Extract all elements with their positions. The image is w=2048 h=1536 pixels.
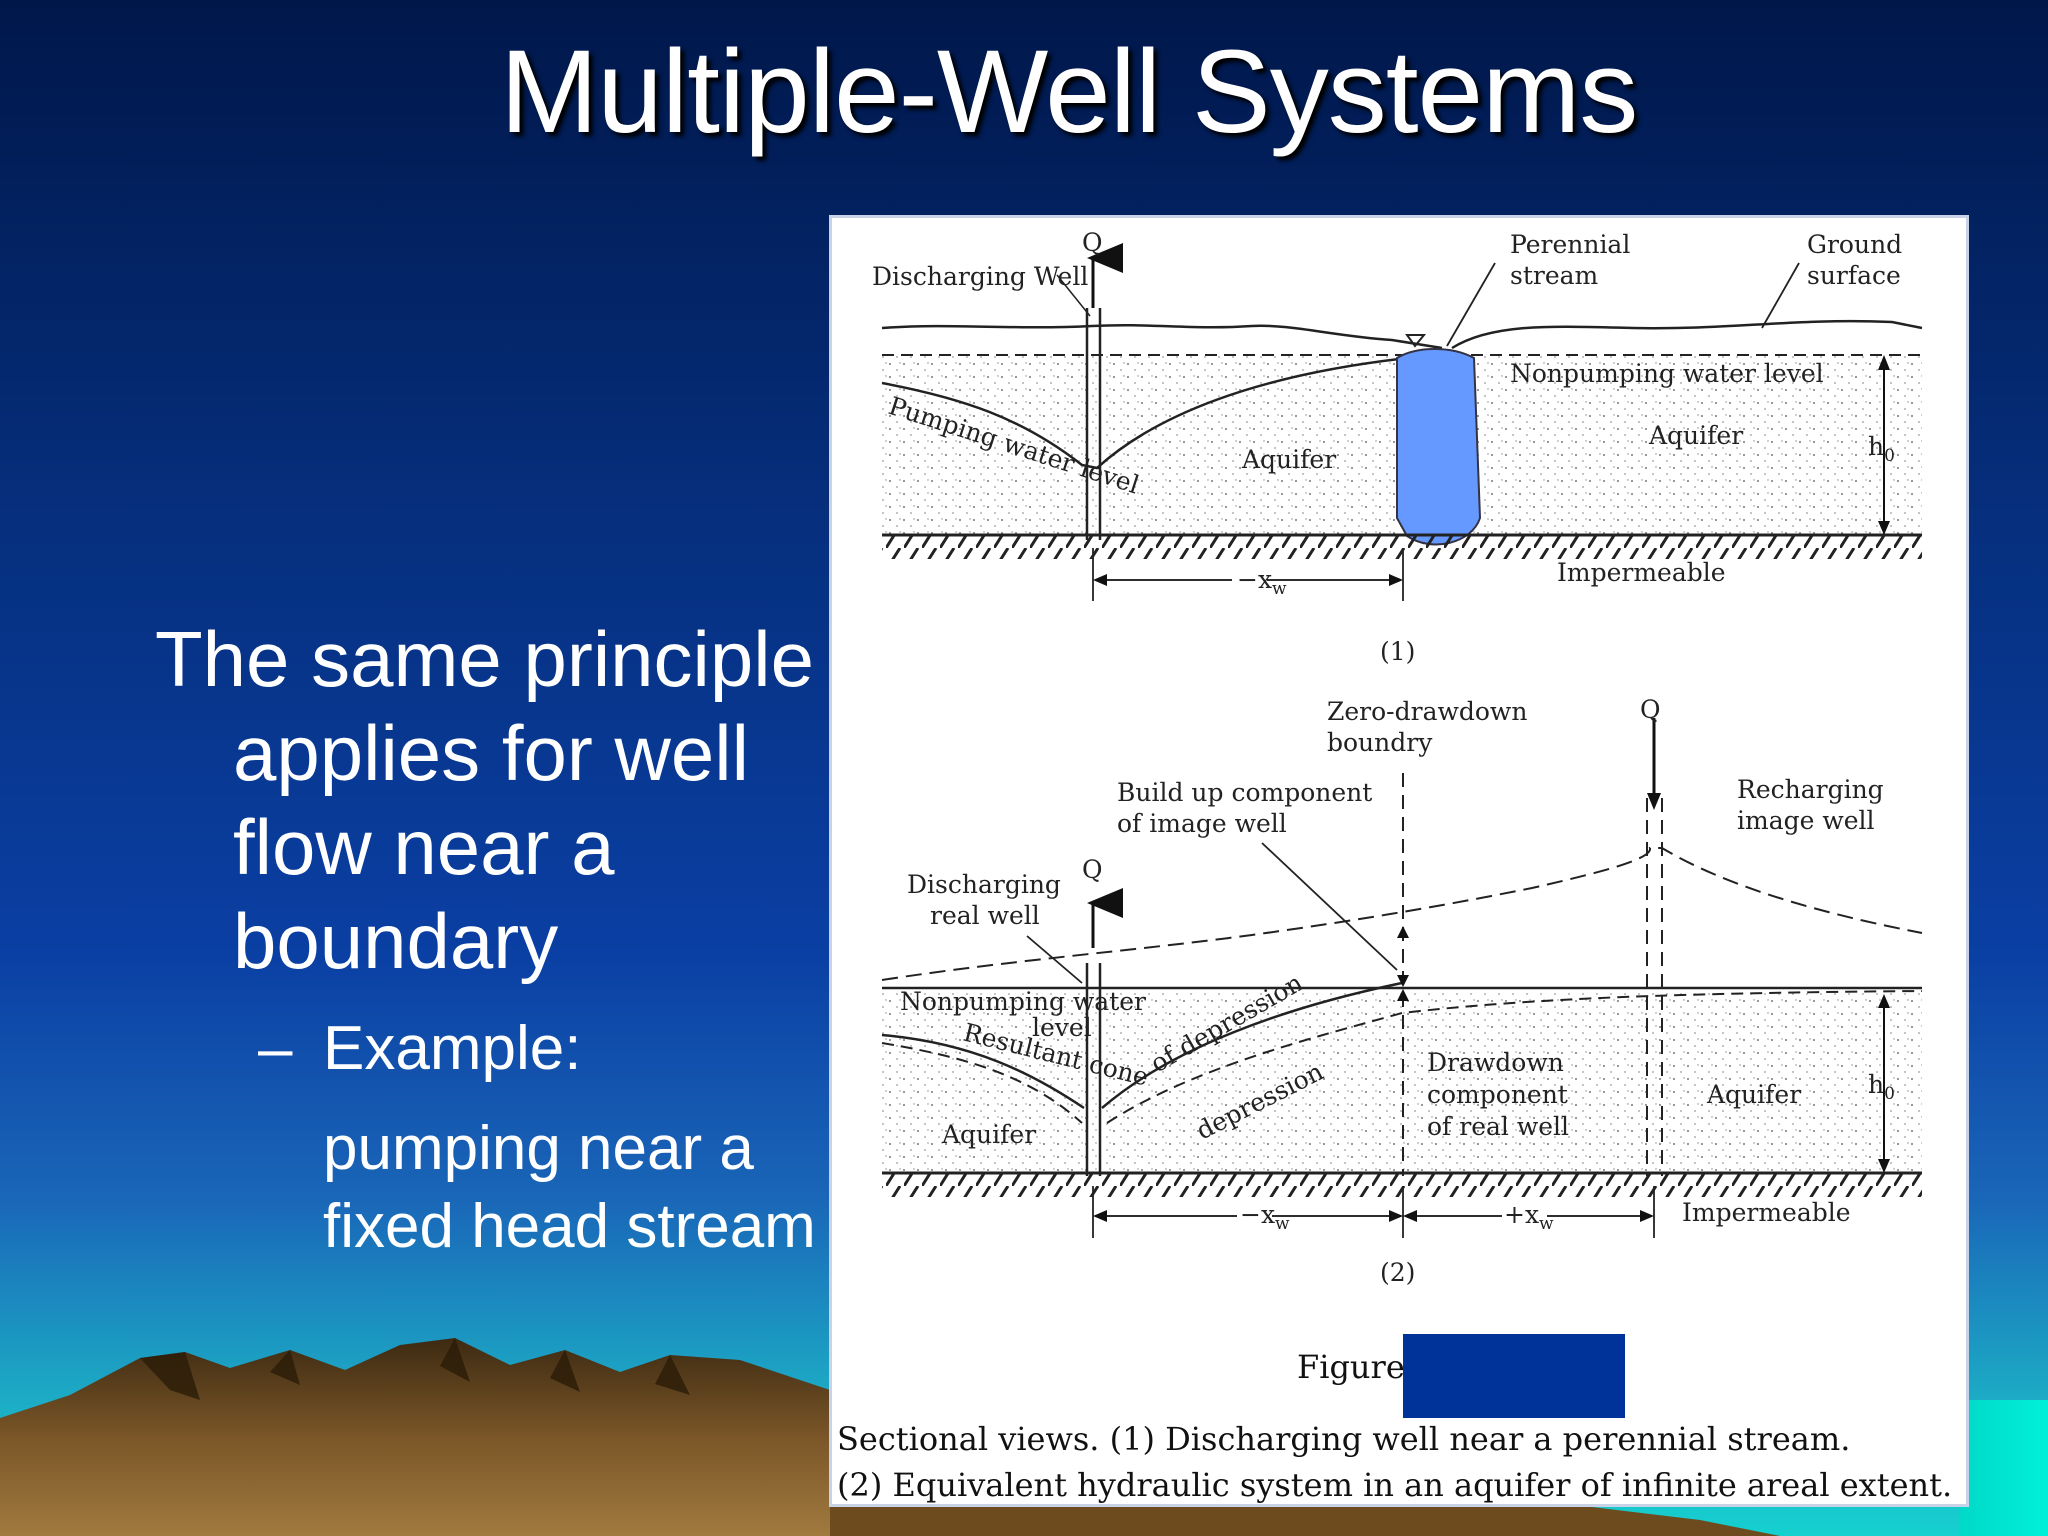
p1-q-label: Q bbox=[1082, 228, 1103, 257]
p1-nonpumping-label: Nonpumping water level bbox=[1510, 359, 1824, 388]
p2-real-well-label: real well bbox=[930, 901, 1040, 930]
figure-word: Figure bbox=[1297, 1348, 1405, 1386]
p2-of-image-well-label: of image well bbox=[1117, 809, 1287, 838]
figure-panel: Q Discharging Well Perennial stream Grou… bbox=[829, 215, 1969, 1507]
p2-h0-label: h0 bbox=[1868, 1070, 1895, 1104]
bullet-line-4: boundary bbox=[233, 897, 559, 985]
drawdown-dashed-curve bbox=[881, 990, 1923, 1124]
p1-discharging-well-label: Discharging Well bbox=[872, 262, 1088, 291]
p2-aquifer-left-label: Aquifer bbox=[941, 1120, 1036, 1149]
hydraulic-diagram: Q Discharging Well Perennial stream Grou… bbox=[837, 228, 1952, 1504]
bullet-line-1: The same principle bbox=[155, 615, 814, 703]
p2-discharging-label: Discharging bbox=[907, 870, 1061, 899]
p1-aquifer-left-label: Aquifer bbox=[1241, 445, 1336, 474]
ground-surface-line bbox=[881, 319, 1923, 350]
panel-2: Zero-drawdown boundry Q Recharging image… bbox=[881, 695, 1923, 1287]
water-table-marker-icon bbox=[1405, 334, 1427, 348]
sub-bullet-label: Example: bbox=[323, 1014, 582, 1083]
caption-line-2: (2) Equivalent hydraulic system in an aq… bbox=[837, 1466, 1952, 1504]
p2-q-right-label: Q bbox=[1640, 695, 1661, 724]
p1-surface-label: surface bbox=[1807, 261, 1901, 290]
p2-panel-label: (2) bbox=[1380, 1258, 1415, 1287]
p1-aquifer-right-label: Aquifer bbox=[1648, 421, 1743, 450]
p1-stream-label: stream bbox=[1510, 261, 1599, 290]
p1-xw-label: −xw bbox=[1237, 565, 1287, 599]
buildup-dashed-curve bbox=[881, 847, 1923, 981]
p2-recharging-label: Recharging bbox=[1737, 775, 1884, 804]
p2-image-well-label: image well bbox=[1737, 806, 1875, 835]
sub-body-line-2: fixed head stream bbox=[323, 1192, 816, 1261]
panel-1: Q Discharging Well Perennial stream Grou… bbox=[872, 228, 1923, 666]
p2-buildup-label: Build up component bbox=[1117, 778, 1372, 807]
impermeable-hatch-2 bbox=[882, 1173, 1922, 1197]
p2-level-label: level bbox=[1032, 1013, 1092, 1042]
sub-body-line-1: pumping near a bbox=[323, 1114, 754, 1183]
p2-q-left-label: Q bbox=[1082, 855, 1103, 884]
bullet-line-3: flow near a bbox=[233, 803, 615, 891]
p2-nonpumping-label: Nonpumping water bbox=[900, 987, 1146, 1016]
p1-panel-label: (1) bbox=[1380, 637, 1415, 666]
redaction-box bbox=[1403, 1334, 1625, 1418]
p1-impermeable-label: Impermeable bbox=[1557, 558, 1726, 587]
pumping-level-curve bbox=[881, 354, 1428, 470]
p2-aquifer-right-label: Aquifer bbox=[1706, 1080, 1801, 1109]
resultant-cone-curve bbox=[881, 981, 1403, 1110]
p2-xw-left-label: −xw bbox=[1240, 1200, 1290, 1234]
p2-impermeable-label: Impermeable bbox=[1682, 1198, 1851, 1227]
p1-h0-label: h0 bbox=[1868, 432, 1895, 466]
slide-title: Multiple-Well Systems bbox=[500, 26, 1638, 158]
leader-ground-surface bbox=[1761, 262, 1800, 329]
perennial-stream-fill bbox=[1396, 348, 1482, 546]
bullet-line-2: applies for well bbox=[233, 709, 749, 797]
p2-drawdown-label: Drawdown bbox=[1427, 1048, 1564, 1077]
p2-boundry-label: boundry bbox=[1327, 728, 1433, 757]
leader-discharging-well bbox=[1056, 274, 1091, 317]
p1-perennial-label: Perennial bbox=[1510, 230, 1630, 259]
p2-of-real-well-label: of real well bbox=[1427, 1112, 1569, 1141]
p1-ground-label: Ground bbox=[1807, 230, 1902, 259]
p2-component-label: component bbox=[1427, 1080, 1568, 1109]
caption-line-1: Sectional views. (1) Discharging well ne… bbox=[837, 1420, 1850, 1458]
leader-perennial-stream bbox=[1446, 262, 1496, 347]
p2-xw-right-label: +xw bbox=[1504, 1200, 1554, 1234]
p2-zero-drawdown-label: Zero-drawdown bbox=[1327, 697, 1527, 726]
impermeable-hatch-1 bbox=[882, 535, 1922, 559]
sub-bullet-dash: – bbox=[258, 1014, 293, 1083]
